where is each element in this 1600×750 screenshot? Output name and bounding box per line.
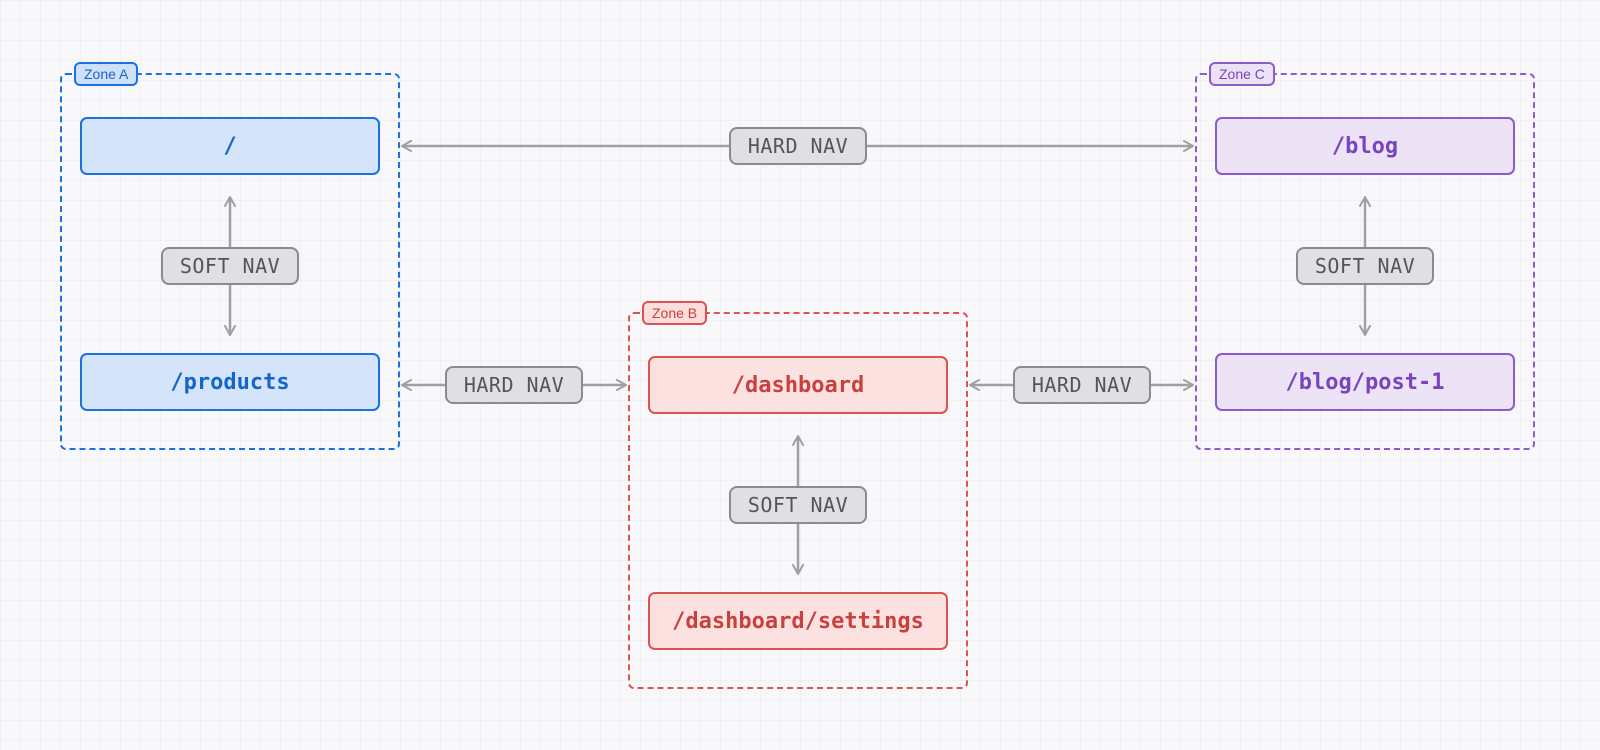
- zone-b-label: Zone B: [642, 301, 708, 325]
- soft-nav-label-a: SOFT NAV: [161, 247, 299, 285]
- route-blog-post[interactable]: /blog/post-1: [1215, 353, 1515, 411]
- route-dashboard-settings[interactable]: /dashboard/settings: [648, 592, 948, 650]
- zone-a: Zone A / /products: [60, 62, 400, 450]
- soft-nav-label-b: SOFT NAV: [729, 486, 867, 524]
- route-dashboard[interactable]: /dashboard: [648, 356, 948, 414]
- hard-nav-label-a-b: HARD NAV: [445, 366, 583, 404]
- route-blog[interactable]: /blog: [1215, 117, 1515, 175]
- zone-a-label: Zone A: [74, 62, 139, 86]
- zone-b: Zone B /dashboard /dashboard/settings: [628, 301, 968, 689]
- hard-nav-label-b-c: HARD NAV: [1013, 366, 1151, 404]
- soft-nav-label-c: SOFT NAV: [1296, 247, 1434, 285]
- zone-c-label: Zone C: [1209, 62, 1275, 86]
- zone-c: Zone C /blog /blog/post-1: [1195, 62, 1535, 450]
- route-products[interactable]: /products: [80, 353, 380, 411]
- route-root[interactable]: /: [80, 117, 380, 175]
- hard-nav-label-a-c: HARD NAV: [729, 127, 867, 165]
